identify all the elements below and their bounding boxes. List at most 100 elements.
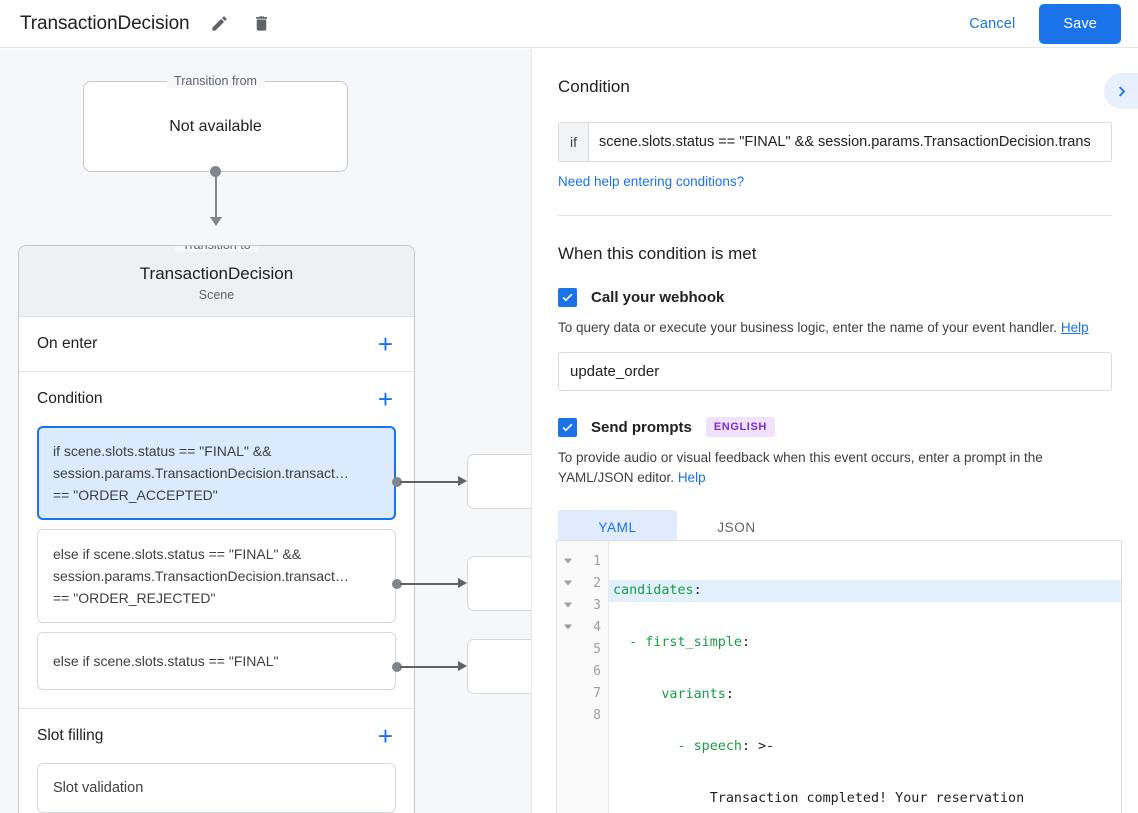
code-key: - speech	[613, 739, 742, 754]
target-node-1[interactable]	[467, 556, 531, 611]
cancel-button[interactable]: Cancel	[955, 8, 1029, 40]
pane-divider	[531, 49, 532, 813]
condition-heading: Condition	[558, 77, 630, 96]
code-rest: :	[693, 583, 702, 598]
slot-validation-item[interactable]: Slot validation	[37, 763, 396, 813]
condition-line: session.params.TransactionDecision.trans…	[53, 465, 349, 481]
gutter-line: 3	[557, 594, 608, 616]
webhook-help-link[interactable]: Help	[1060, 320, 1089, 335]
edge-line-condition-2	[400, 666, 462, 668]
condition-item-0[interactable]: if scene.slots.status == "FINAL" && sess…	[37, 426, 396, 520]
section-condition: Condition + if scene.slots.status == "FI…	[19, 372, 414, 709]
line-number: 2	[593, 575, 601, 591]
fold-toggle-icon[interactable]	[564, 580, 572, 586]
code-rest: :	[742, 635, 751, 650]
target-node-0[interactable]	[467, 454, 531, 509]
edge-arrow-condition-2	[458, 661, 467, 671]
connector-arrow-from-to	[210, 217, 222, 226]
send-prompts-checkbox[interactable]	[558, 417, 577, 437]
editor-format-tabs: YAML JSON	[558, 510, 1112, 544]
call-webhook-label: Call your webhook	[591, 289, 725, 306]
tab-json[interactable]: JSON	[717, 519, 756, 535]
checkmark-icon	[562, 293, 573, 302]
prompts-description-text: To provide audio or visual feedback when…	[558, 450, 1043, 485]
condition-input[interactable]	[589, 123, 1111, 161]
line-number: 4	[593, 619, 601, 635]
condition-item-2[interactable]: else if scene.slots.status == "FINAL"	[37, 632, 396, 690]
condition-item-1[interactable]: else if scene.slots.status == "FINAL" &&…	[37, 529, 396, 623]
fold-toggle-icon[interactable]	[564, 624, 572, 630]
if-label: if	[559, 123, 589, 161]
gutter-line: 1	[557, 550, 608, 572]
section-slot-filling: Slot filling + Slot validation	[19, 709, 414, 813]
event-handler-input[interactable]	[558, 352, 1112, 391]
code-line: - speech: >-	[609, 736, 1121, 758]
yaml-code-editor[interactable]: 1 2 3 4 5 6 7 8	[556, 540, 1122, 813]
transition-from-card[interactable]: Transition from Not available	[83, 74, 348, 172]
code-rest: Transaction completed! Your reservation	[613, 791, 1025, 806]
edge-arrow-condition-0	[458, 476, 467, 486]
code-line: variants:	[609, 684, 1121, 706]
slot-filling-list: Slot validation	[37, 763, 396, 813]
line-number: 7	[593, 685, 601, 701]
transition-to-card: Transition to TransactionDecision Scene …	[18, 245, 415, 813]
code-line: - first_simple:	[609, 632, 1121, 654]
editor-code-area[interactable]: candidates: - first_simple: variants: - …	[609, 541, 1121, 813]
condition-list: if scene.slots.status == "FINAL" && sess…	[37, 426, 396, 708]
condition-line: if scene.slots.status == "FINAL" &&	[53, 443, 272, 459]
page-title: TransactionDecision	[20, 12, 190, 34]
condition-input-row: if	[558, 122, 1112, 162]
trash-icon[interactable]	[250, 12, 274, 36]
save-button[interactable]: Save	[1039, 3, 1121, 44]
add-slot-filling-button[interactable]: +	[377, 721, 393, 751]
need-help-conditions-link[interactable]: Need help entering conditions?	[558, 174, 745, 189]
section-header-slot-filling: Slot filling +	[37, 709, 396, 763]
fold-toggle-icon[interactable]	[564, 602, 572, 608]
target-node-2[interactable]	[467, 639, 531, 694]
condition-editor-section: Condition if Need help entering conditio…	[532, 49, 1138, 216]
gutter-line: 7	[557, 682, 608, 704]
fold-toggle-icon[interactable]	[564, 558, 572, 564]
gutter-line: 6	[557, 660, 608, 682]
code-key: variants	[613, 687, 726, 702]
next-panel-button[interactable]	[1104, 73, 1138, 109]
chevron-right-icon	[1118, 85, 1125, 97]
call-webhook-checkbox[interactable]	[558, 288, 577, 307]
add-on-enter-button[interactable]: +	[377, 329, 393, 359]
when-condition-met-section: When this condition is met Call your web…	[532, 216, 1138, 544]
code-rest: :	[725, 687, 734, 702]
trash-glyph	[255, 16, 268, 31]
top-app-bar: TransactionDecision Cancel Save	[0, 0, 1138, 48]
scene-header[interactable]: TransactionDecision Scene	[19, 246, 414, 317]
code-rest: : >-	[742, 739, 775, 754]
code-key: - first_simple	[613, 635, 742, 650]
condition-line: session.params.TransactionDecision.trans…	[53, 568, 349, 584]
gutter-line: 4	[557, 616, 608, 638]
line-number: 5	[593, 641, 601, 657]
line-number: 8	[593, 707, 601, 723]
code-line: Transaction completed! Your reservation	[609, 788, 1121, 810]
prompts-help-link[interactable]: Help	[677, 470, 706, 485]
scene-graph-pane: Transition from Not available Transition…	[0, 49, 531, 813]
language-badge: ENGLISH	[705, 417, 775, 437]
line-number: 3	[593, 597, 601, 613]
webhook-description-text: To query data or execute your business l…	[558, 320, 1058, 335]
webhook-description: To query data or execute your business l…	[558, 318, 1112, 338]
send-prompts-row: Send prompts ENGLISH	[558, 417, 1112, 437]
section-header-on-enter: On enter +	[37, 317, 396, 371]
pencil-icon[interactable]	[208, 12, 232, 36]
scene-name: TransactionDecision	[139, 264, 294, 283]
condition-line: == "ORDER_ACCEPTED"	[53, 487, 218, 503]
section-title-on-enter: On enter	[37, 335, 98, 352]
tab-yaml[interactable]: YAML	[558, 510, 677, 544]
editor-gutter: 1 2 3 4 5 6 7 8	[557, 541, 609, 813]
add-condition-button[interactable]: +	[377, 384, 393, 414]
edge-arrow-condition-1	[458, 578, 467, 588]
gutter-line: 2	[557, 572, 608, 594]
condition-line: == "ORDER_REJECTED"	[53, 590, 216, 606]
condition-line: else if scene.slots.status == "FINAL" &&	[53, 546, 302, 562]
transition-to-legend: Transition to	[174, 246, 259, 252]
edge-dot-condition-1	[392, 579, 402, 589]
edge-line-condition-1	[400, 583, 462, 585]
section-title-slot-filling: Slot filling	[37, 727, 104, 744]
